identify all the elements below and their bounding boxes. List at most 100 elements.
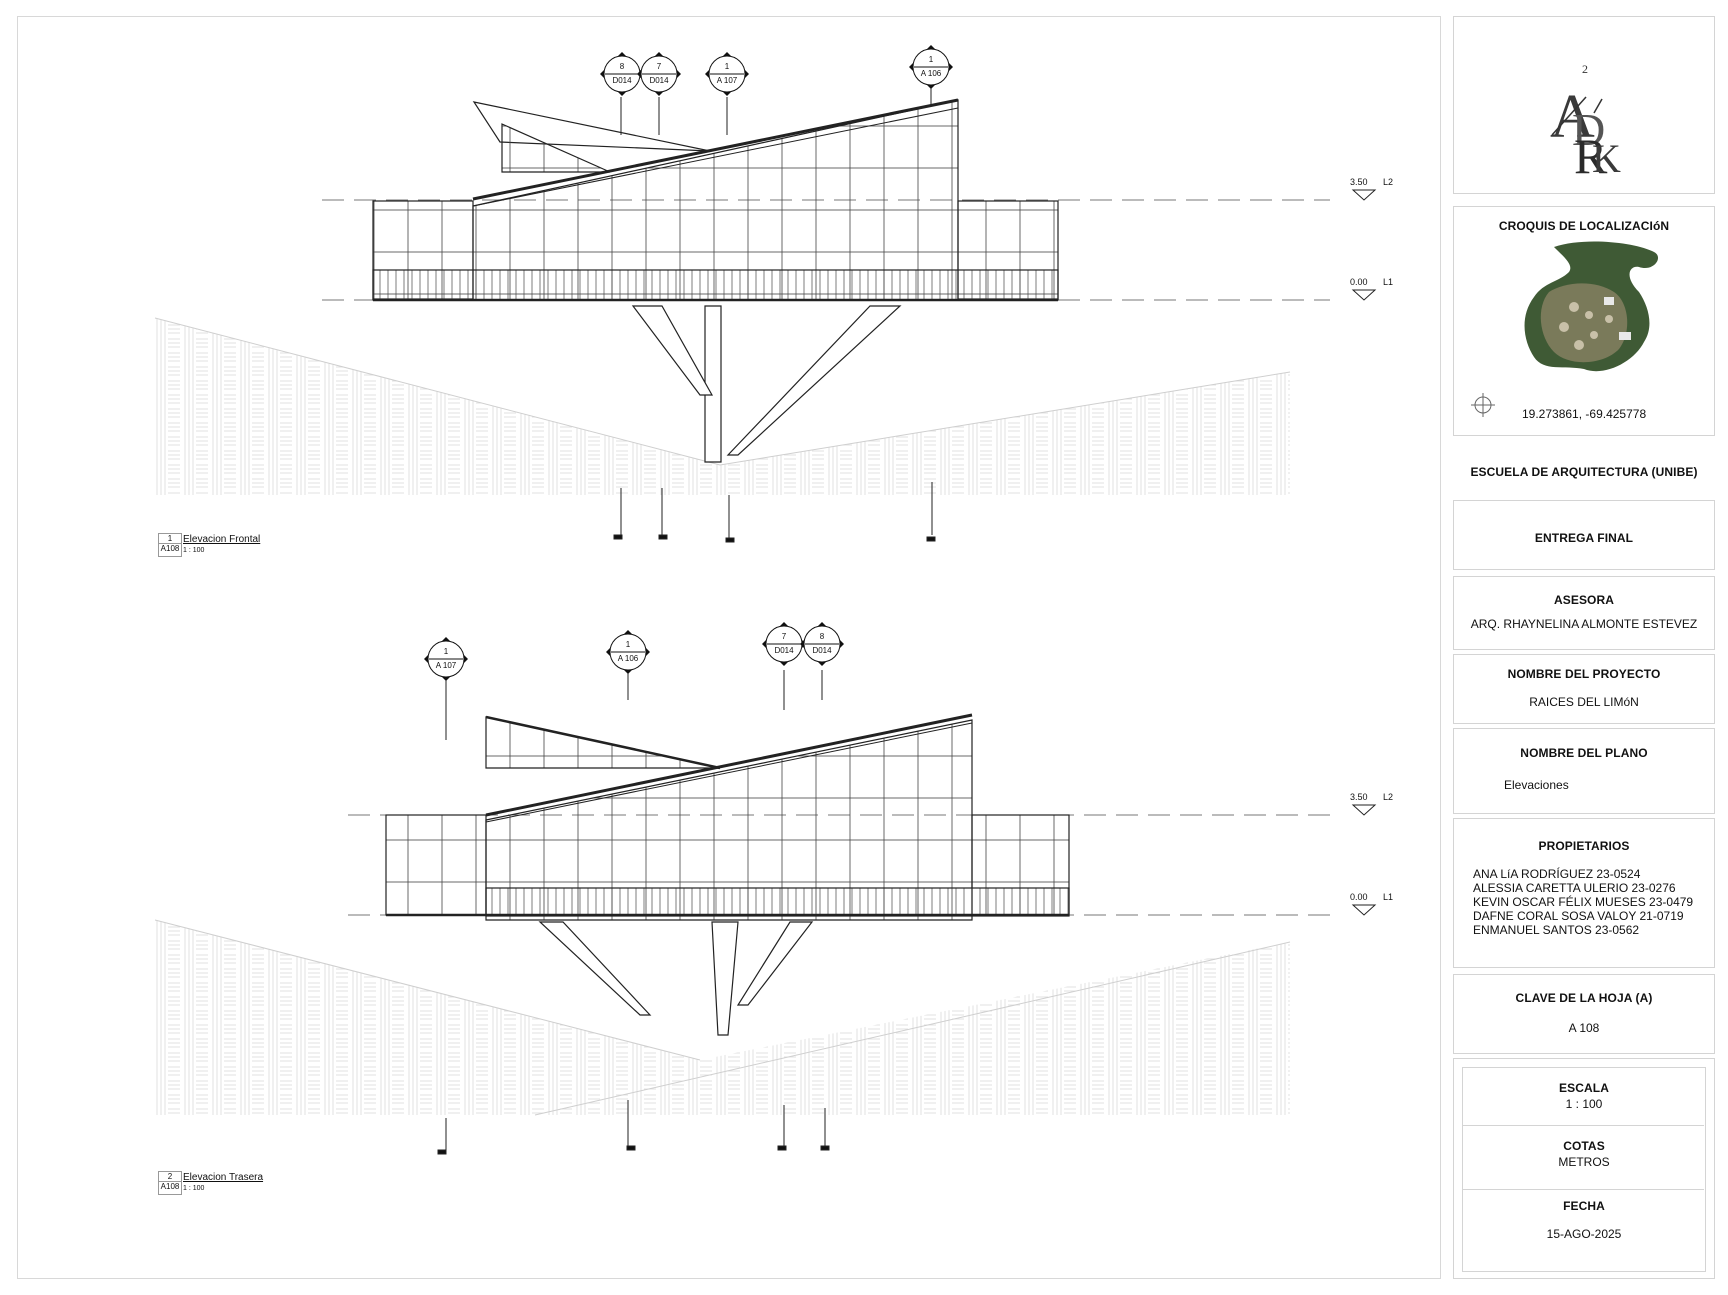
section-marker-symbol <box>800 622 844 666</box>
svg-text:D: D <box>1572 104 1605 155</box>
dims-value: METROS <box>1558 1155 1610 1169</box>
delivery-box: ENTREGA FINAL <box>1453 500 1715 570</box>
divider <box>1462 1125 1704 1126</box>
view-sheet-ref: A108 <box>160 1182 180 1191</box>
rear-elevation <box>154 670 1330 1155</box>
scale-label: ESCALA <box>1559 1081 1609 1095</box>
svg-text:2: 2 <box>1582 62 1588 76</box>
delivery-label: ENTREGA FINAL <box>1534 531 1634 545</box>
section-marker[interactable]: 7 D014 <box>637 52 681 96</box>
svg-text:R: R <box>1574 128 1608 184</box>
logo-box: 2 A D R K <box>1453 16 1715 194</box>
level-value: 0.00 <box>1350 892 1368 902</box>
location-title: CROQUIS DE LOCALIZACIóN <box>1498 219 1670 233</box>
marker-ref: A 107 <box>716 76 738 85</box>
marker-ref: D014 <box>612 76 632 85</box>
project-label: NOMBRE DEL PROYECTO <box>1507 667 1661 681</box>
site-coordinates: 19.273861, -69.425778 <box>1522 407 1647 421</box>
school-box: ESCUELA DE ARQUITECTURA (UNIBE) <box>1453 448 1715 496</box>
section-marker-symbol <box>606 630 650 674</box>
owners-list: ANA LíA RODRÍGUEZ 23-0524 ALESSIA CARETT… <box>1473 867 1714 937</box>
inner-frame <box>1462 1067 1706 1272</box>
school-name: ESCUELA DE ARQUITECTURA (UNIBE) <box>1470 465 1698 479</box>
section-marker[interactable]: 7 D014 <box>762 622 806 666</box>
level-value: 3.50 <box>1350 792 1368 802</box>
section-marker-symbol <box>637 52 681 96</box>
view-title-tag: 1 A108 <box>158 533 182 557</box>
marker-number: 8 <box>619 62 625 71</box>
date-label: FECHA <box>1563 1199 1605 1213</box>
level-name: L1 <box>1383 277 1394 287</box>
section-marker[interactable]: 1 A 107 <box>705 52 749 96</box>
sheet-key: A 108 <box>1568 1021 1600 1035</box>
sheet-key-box: CLAVE DE LA HOJA (A) A 108 <box>1453 974 1715 1054</box>
view-title[interactable]: Elevacion Frontal <box>183 534 261 545</box>
site-map-image <box>1524 241 1659 372</box>
marker-number: 1 <box>724 62 730 71</box>
section-marker[interactable]: 8 D014 <box>800 622 844 666</box>
view-number: 1 <box>159 534 181 544</box>
section-marker-symbol <box>424 637 468 681</box>
marker-ref: D014 <box>812 646 832 655</box>
section-marker[interactable]: 1 A 106 <box>606 630 650 674</box>
date-value: 15-AGO-2025 <box>1546 1227 1622 1241</box>
owners-box: PROPIETARIOS ANA LíA RODRÍGUEZ 23-0524 A… <box>1453 818 1715 968</box>
drawing-area-frame <box>17 16 1441 1279</box>
marker-ref: A 107 <box>435 661 457 670</box>
front-elevation <box>154 85 1330 543</box>
marker-number: 7 <box>656 62 662 71</box>
view-title-tag: 2 A108 <box>158 1171 182 1195</box>
view-scale: 1 : 100 <box>183 547 205 554</box>
terrain-hatch <box>155 318 1290 495</box>
marker-number: 7 <box>781 632 787 641</box>
project-box: NOMBRE DEL PROYECTO RAICES DEL LIMóN <box>1453 654 1715 724</box>
view-scale: 1 : 100 <box>183 1185 205 1192</box>
level-name: L2 <box>1383 792 1394 802</box>
svg-text:A: A <box>1550 83 1595 151</box>
scale-value: 1 : 100 <box>1565 1097 1603 1111</box>
owner-name: KEVIN OSCAR FÉLIX MUESES 23-0479 <box>1473 895 1694 909</box>
section-marker-symbol <box>705 52 749 96</box>
scale-dims-date-box: ESCALA 1 : 100 COTAS METROS FECHA 15-AGO… <box>1453 1058 1715 1279</box>
marker-ref: A 106 <box>617 654 639 663</box>
section-marker-symbol <box>600 52 644 96</box>
level-name: L2 <box>1383 177 1394 187</box>
view-title[interactable]: Elevacion Trasera <box>183 1172 264 1183</box>
elevations-drawing <box>154 85 1377 1155</box>
marker-number: 1 <box>928 55 934 64</box>
view-number: 2 <box>159 1172 181 1182</box>
section-marker[interactable]: 8 D014 <box>600 52 644 96</box>
terrain-hatch-rear <box>155 920 1290 1115</box>
section-marker[interactable]: 1 A 107 <box>424 637 468 681</box>
advisor-box: ASESORA ARQ. RHAYNELINA ALMONTE ESTEVEZ <box>1453 576 1715 650</box>
building-front <box>372 98 1059 463</box>
advisor-label: ASESORA <box>1553 593 1615 607</box>
sheet-key-label: CLAVE DE LA HOJA (A) <box>1515 991 1653 1005</box>
owner-name: ENMANUEL SANTOS 23-0562 <box>1473 923 1640 937</box>
owner-name: ALESSIA CARETTA ULERIO 23-0276 <box>1473 881 1676 895</box>
marker-number: 1 <box>443 647 449 656</box>
view-sheet-ref: A108 <box>160 544 180 553</box>
studio-logo: 2 A D R K <box>1550 62 1621 184</box>
owner-name: DAFNE CORAL SOSA VALOY 21-0719 <box>1473 909 1684 923</box>
owners-label: PROPIETARIOS <box>1538 839 1630 853</box>
building-rear <box>385 713 1070 1036</box>
marker-ref: D014 <box>774 646 794 655</box>
dims-label: COTAS <box>1563 1139 1605 1153</box>
marker-number: 8 <box>819 632 825 641</box>
level-value: 3.50 <box>1350 177 1368 187</box>
svg-text:K: K <box>1592 136 1621 181</box>
advisor-name: ARQ. RHAYNELINA ALMONTE ESTEVEZ <box>1470 617 1698 631</box>
divider <box>1462 1189 1704 1190</box>
owner-name: ANA LíA RODRÍGUEZ 23-0524 <box>1473 867 1641 881</box>
level-value: 0.00 <box>1350 277 1368 287</box>
plan-box: NOMBRE DEL PLANO Elevaciones <box>1453 728 1715 814</box>
location-sketch-box: CROQUIS DE LOCALIZACIóN 19.273861, -69.4… <box>1453 206 1715 436</box>
plan-label: NOMBRE DEL PLANO <box>1520 746 1648 760</box>
section-marker-symbol <box>762 622 806 666</box>
marker-number: 1 <box>625 640 631 649</box>
section-marker[interactable]: 1 A 106 <box>909 45 953 89</box>
section-marker-symbol <box>909 45 953 89</box>
marker-ref: D014 <box>649 76 669 85</box>
crosshair-icon <box>1471 393 1495 417</box>
